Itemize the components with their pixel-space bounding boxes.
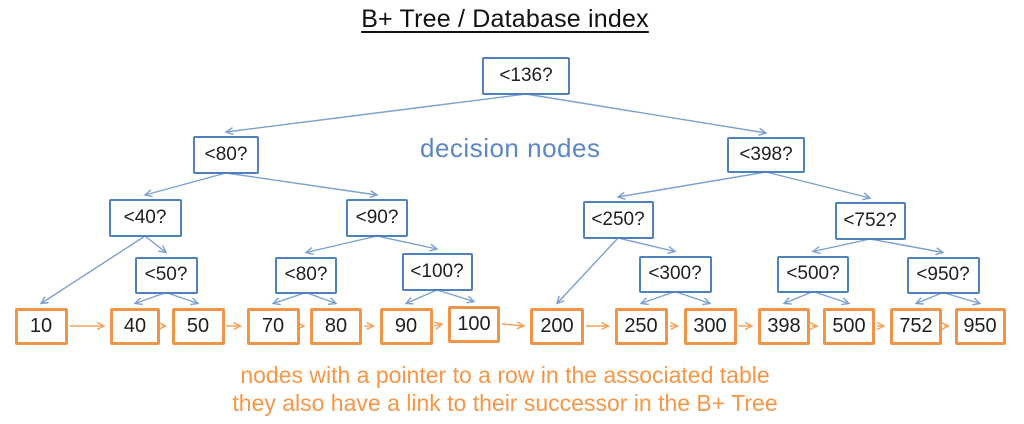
tree-edge (916, 291, 944, 304)
leaf-node: 100 (448, 305, 500, 343)
leaf-node: 70 (246, 307, 300, 345)
tree-edge (813, 238, 871, 252)
decision-node: <752? (834, 202, 906, 240)
leaf-node: 250 (614, 307, 668, 345)
tree-edge (306, 235, 378, 253)
leaf-node-label: 70 (261, 314, 285, 337)
leaf-chain-arrow (435, 324, 443, 326)
decision-node-label: <90? (355, 207, 399, 228)
leaf-node-label: 80 (324, 314, 348, 337)
decision-node-label: <398? (739, 144, 793, 165)
leaf-node-label: 300 (693, 314, 727, 337)
leaf-node-label: 398 (767, 314, 801, 337)
decision-node: <500? (777, 255, 849, 293)
tree-edge (165, 291, 198, 304)
decision-node-label: <80? (204, 144, 248, 165)
leaf-node: 300 (683, 307, 737, 345)
tree-edge (226, 93, 527, 132)
decision-node: <300? (638, 255, 712, 293)
caption-line-2: they also have a link to their successor… (232, 390, 778, 416)
decision-node: <950? (906, 256, 980, 294)
leaf-node-label: 90 (394, 314, 418, 337)
tree-edge (225, 172, 377, 195)
decision-node: <50? (134, 256, 198, 294)
tree-edge (41, 235, 146, 304)
tree-edge (812, 290, 849, 304)
decision-node-label: <250? (591, 209, 645, 230)
decision-node: <250? (582, 201, 654, 239)
tree-edge (273, 291, 307, 304)
diagram-title: B+ Tree / Database index (361, 5, 649, 33)
leaf-node-label: 40 (123, 314, 147, 337)
tree-edge (145, 172, 227, 195)
leaf-node-label: 10 (29, 314, 53, 337)
leaf-node: 90 (379, 307, 433, 345)
tree-edge (869, 238, 943, 253)
tree-edge (617, 237, 675, 252)
leaf-node-label: 250 (624, 314, 658, 337)
decision-node: <136? (482, 57, 570, 95)
decision-node: <40? (108, 199, 182, 237)
tree-edge (942, 291, 980, 304)
decision-node: <398? (727, 137, 805, 173)
decision-nodes-label: decision nodes (420, 133, 601, 163)
leaf-node: 752 (890, 307, 942, 345)
decision-node-label: <136? (499, 65, 553, 86)
tree-edge (765, 171, 870, 198)
decision-node-label: <50? (144, 264, 188, 285)
decision-node-label: <752? (843, 210, 897, 231)
leaf-node-label: 752 (899, 314, 933, 337)
leaf-node: 50 (171, 307, 225, 345)
decision-node-label: <80? (284, 264, 328, 285)
tree-edge (144, 235, 166, 253)
leaf-node: 200 (530, 307, 584, 345)
leaf-node: 80 (310, 307, 362, 345)
tree-edge (557, 237, 619, 304)
tree-edge (674, 290, 710, 304)
leaf-node: 398 (758, 307, 810, 345)
leaf-node: 950 (954, 307, 1006, 345)
tree-edge (618, 171, 767, 197)
leaf-node-label: 500 (832, 314, 866, 337)
leaf-node: 500 (823, 307, 875, 345)
caption-line-1: nodes with a pointer to a row in the ass… (240, 362, 770, 388)
leaf-chain-arrow (501, 324, 524, 326)
decision-node: <90? (346, 199, 408, 237)
tree-edge (135, 291, 167, 304)
tree-edge (641, 290, 676, 304)
tree-edge (406, 289, 438, 304)
decision-node: <100? (401, 253, 473, 291)
tree-edge (436, 289, 474, 302)
decision-node: <80? (193, 136, 259, 174)
leaf-node: 10 (14, 307, 68, 345)
leaf-node-label: 950 (963, 314, 997, 337)
decision-node-label: <40? (123, 207, 167, 228)
tree-edge (784, 290, 814, 304)
decision-node-label: <500? (786, 263, 840, 284)
tree-edge (376, 235, 437, 249)
decision-node: <80? (275, 256, 337, 294)
decision-node-label: <100? (410, 261, 464, 282)
leaf-node-label: 100 (457, 312, 491, 335)
leaf-node-label: 200 (540, 314, 574, 337)
tree-edge (525, 93, 766, 133)
leaf-node: 40 (110, 307, 160, 345)
leaf-node-label: 50 (186, 314, 210, 337)
decision-node-label: <950? (916, 264, 970, 285)
tree-edge (305, 291, 336, 304)
decision-node-label: <300? (648, 263, 702, 284)
